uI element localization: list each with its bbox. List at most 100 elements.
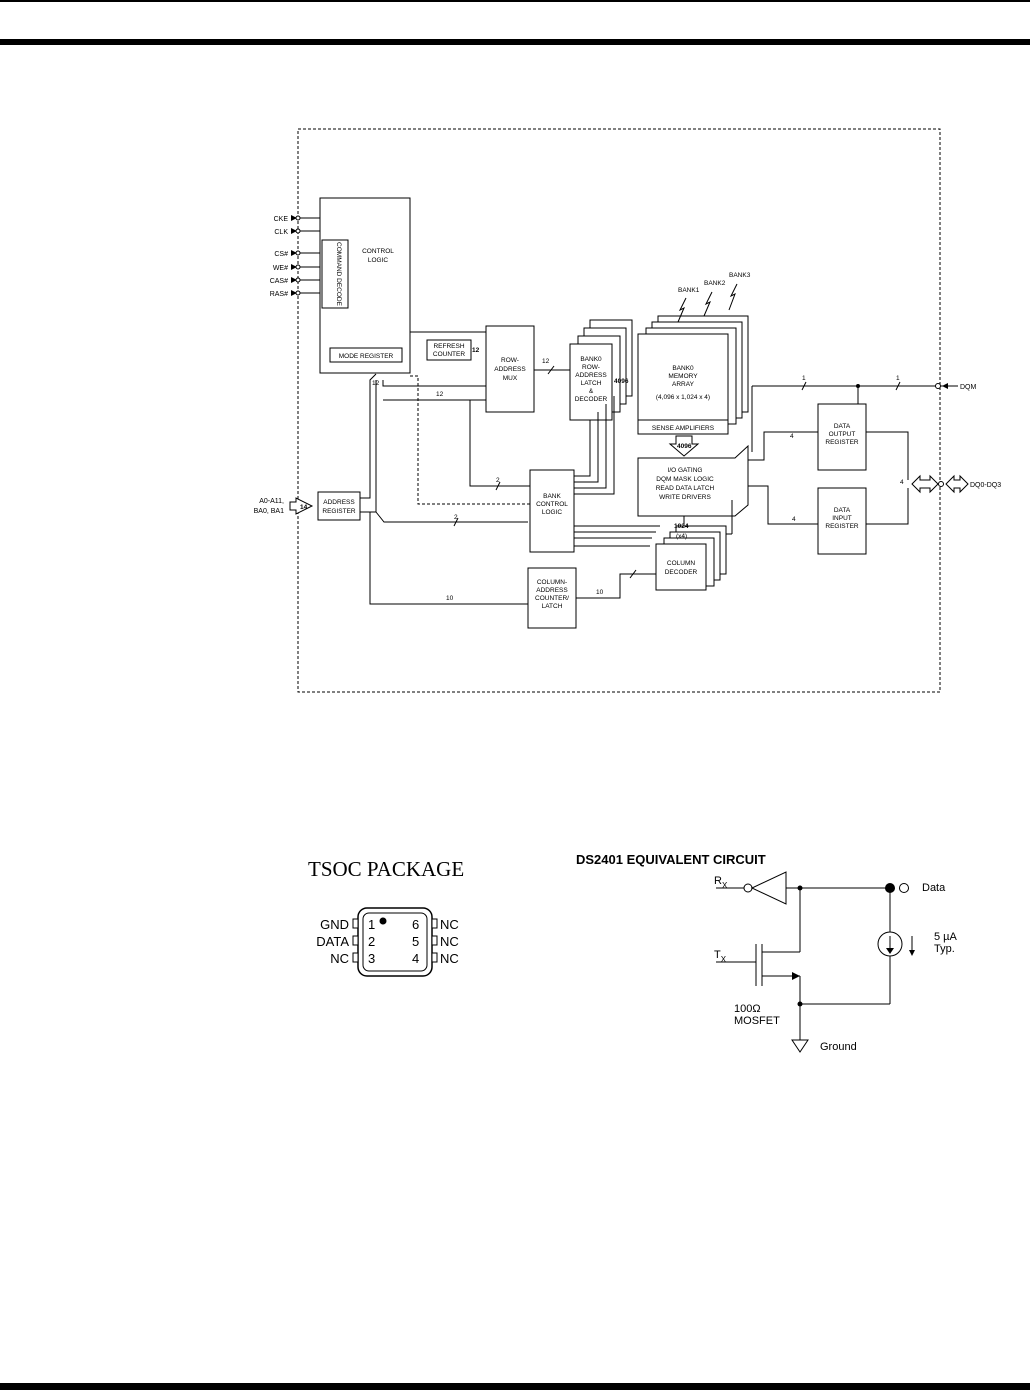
input-cas: CAS#	[270, 278, 288, 285]
command-decode-label: COMMAND DECODE	[335, 242, 342, 307]
io-gating-label-2: DQM MASK LOGIC	[656, 476, 714, 483]
refresh-counter-label-1: REFRESH	[433, 343, 464, 350]
io-gating-box	[637, 444, 749, 517]
address-register-box	[317, 491, 361, 521]
control-logic-label-1: CONTROL	[362, 248, 394, 255]
input-cke: CKE	[274, 216, 289, 223]
address-register-label-1: ADDRESS	[323, 499, 355, 506]
width-4096-row: 4096	[614, 378, 629, 385]
ground-symbol	[791, 1039, 809, 1053]
memory-array-stack	[637, 315, 749, 435]
pin-6-name: NC	[440, 917, 459, 932]
pin-2-name: DATA	[316, 934, 349, 949]
row-latch-label-5: &	[589, 388, 594, 395]
bank-control-label-1: BANK	[543, 493, 561, 500]
control-inputs: CKE CLK CS# WE# CAS# RAS#	[270, 215, 320, 298]
data-output-register-box	[817, 403, 867, 471]
row-latch-label-6: DECODER	[575, 396, 608, 403]
width-addr-14: 14	[300, 504, 308, 511]
width-dqm-1a: 1	[802, 375, 806, 382]
chip-boundary	[297, 128, 941, 693]
width-dq-4: 4	[900, 479, 904, 486]
input-cs: CS#	[274, 251, 288, 258]
top-rule-thick	[0, 39, 1030, 45]
mosfet-label-1: 100Ω	[734, 1003, 761, 1015]
width-mode-12: 12	[372, 380, 380, 387]
pin-3-name: NC	[330, 951, 349, 966]
width-1024: 1024	[674, 523, 689, 530]
width-dqm-1b: 1	[896, 375, 900, 382]
row-mux-label-3: MUX	[503, 375, 518, 382]
row-latch-label-3: ADDRESS	[575, 372, 607, 379]
top-rule-thin	[0, 0, 1030, 2]
bank0-array-label-4: (4,096 x 1,024 x 4)	[656, 394, 710, 401]
address-input-label-1: A0-A11,	[259, 498, 284, 505]
rx-label: RX	[714, 875, 728, 890]
row-latch-label-1: BANK0	[580, 356, 602, 363]
width-x4: (x4)	[676, 533, 687, 540]
data-in-label-1: DATA	[834, 507, 851, 514]
current-label: 5 µA	[934, 931, 958, 943]
data-input-register-box	[817, 487, 867, 555]
bank-control-label-2: CONTROL	[536, 501, 568, 508]
data-out-label-2: OUTPUT	[829, 431, 856, 438]
pin-1-name: GND	[320, 917, 349, 932]
width-col-10: 10	[446, 595, 454, 602]
tx-label: TX	[714, 949, 727, 964]
pin1-marker	[379, 917, 387, 925]
tsoc-title: TSOC PACKAGE	[308, 857, 464, 881]
row-mux-label-1: ROW-	[501, 357, 519, 364]
bank-control-logic-box	[529, 469, 575, 553]
bottom-rule	[0, 1383, 1030, 1390]
input-we: WE#	[273, 265, 288, 272]
bank0-array-label-1: BANK0	[672, 365, 694, 372]
width-out-4: 4	[790, 433, 794, 440]
pin-3-number: 3	[368, 951, 375, 966]
width-row-12: 12	[542, 358, 550, 365]
mode-register-box	[329, 347, 403, 363]
pin-5-number: 5	[412, 934, 419, 949]
data-out-label-3: REGISTER	[825, 439, 859, 446]
input-clk: CLK	[274, 229, 288, 236]
column-address-counter-box	[527, 567, 577, 629]
width-refresh-12: 12	[472, 347, 480, 354]
data-in-label-3: REGISTER	[825, 523, 859, 530]
pin-4-name: NC	[440, 951, 459, 966]
row-latch-label-4: LATCH	[581, 380, 602, 387]
bank0-array-label-2: MEMORY	[668, 373, 698, 380]
bank-control-label-3: LOGIC	[542, 509, 563, 516]
address-register-label-2: REGISTER	[322, 508, 356, 515]
package-outline-inner	[362, 912, 428, 972]
bank1-label: BANK1	[678, 287, 700, 294]
rx-buffer	[750, 871, 787, 905]
io-gating-label-3: READ DATA LATCH	[656, 485, 715, 492]
circuit-title: DS2401 EQUIVALENT CIRCUIT	[576, 852, 766, 867]
row-latch-stack	[569, 319, 633, 421]
row-latch-label-2: ROW-	[582, 364, 600, 371]
refresh-counter-label-2: COUNTER	[433, 351, 465, 358]
row-address-mux-box	[485, 325, 535, 413]
pin-1-number: 1	[368, 917, 375, 932]
address-input-label-2: BA0, BA1	[254, 508, 284, 515]
bank2-label: BANK2	[704, 280, 726, 287]
dqm-label: DQM	[960, 384, 977, 391]
ground-label: Ground	[820, 1041, 857, 1053]
command-decode-box	[321, 239, 349, 309]
width-bank-2b: 2	[454, 514, 458, 521]
column-counter-label-2: ADDRESS	[536, 587, 568, 594]
width-in-4: 4	[792, 516, 796, 523]
row-mux-label-2: ADDRESS	[494, 366, 526, 373]
io-gating-label-1: I/O GATING	[668, 467, 703, 474]
tsoc-package-diagram: TSOC PACKAGE GND DATA NC 1 2 3 6 5 4 NC …	[308, 857, 464, 977]
column-decoder-stack	[655, 525, 727, 591]
data-in-label-2: INPUT	[832, 515, 852, 522]
control-logic-block: COMMAND DECODE CONTROL LOGIC MODE REGIST…	[319, 197, 411, 374]
data-out-label-1: DATA	[834, 423, 851, 430]
sense-amplifiers-label: SENSE AMPLIFIERS	[652, 425, 715, 432]
width-row-bus-12: 12	[436, 391, 444, 398]
pin-6-number: 6	[412, 917, 419, 932]
bank3-label: BANK3	[729, 272, 751, 279]
width-4096-sense: 4096	[677, 443, 692, 450]
input-ras: RAS#	[270, 291, 288, 298]
control-logic-label-2: LOGIC	[368, 257, 389, 264]
